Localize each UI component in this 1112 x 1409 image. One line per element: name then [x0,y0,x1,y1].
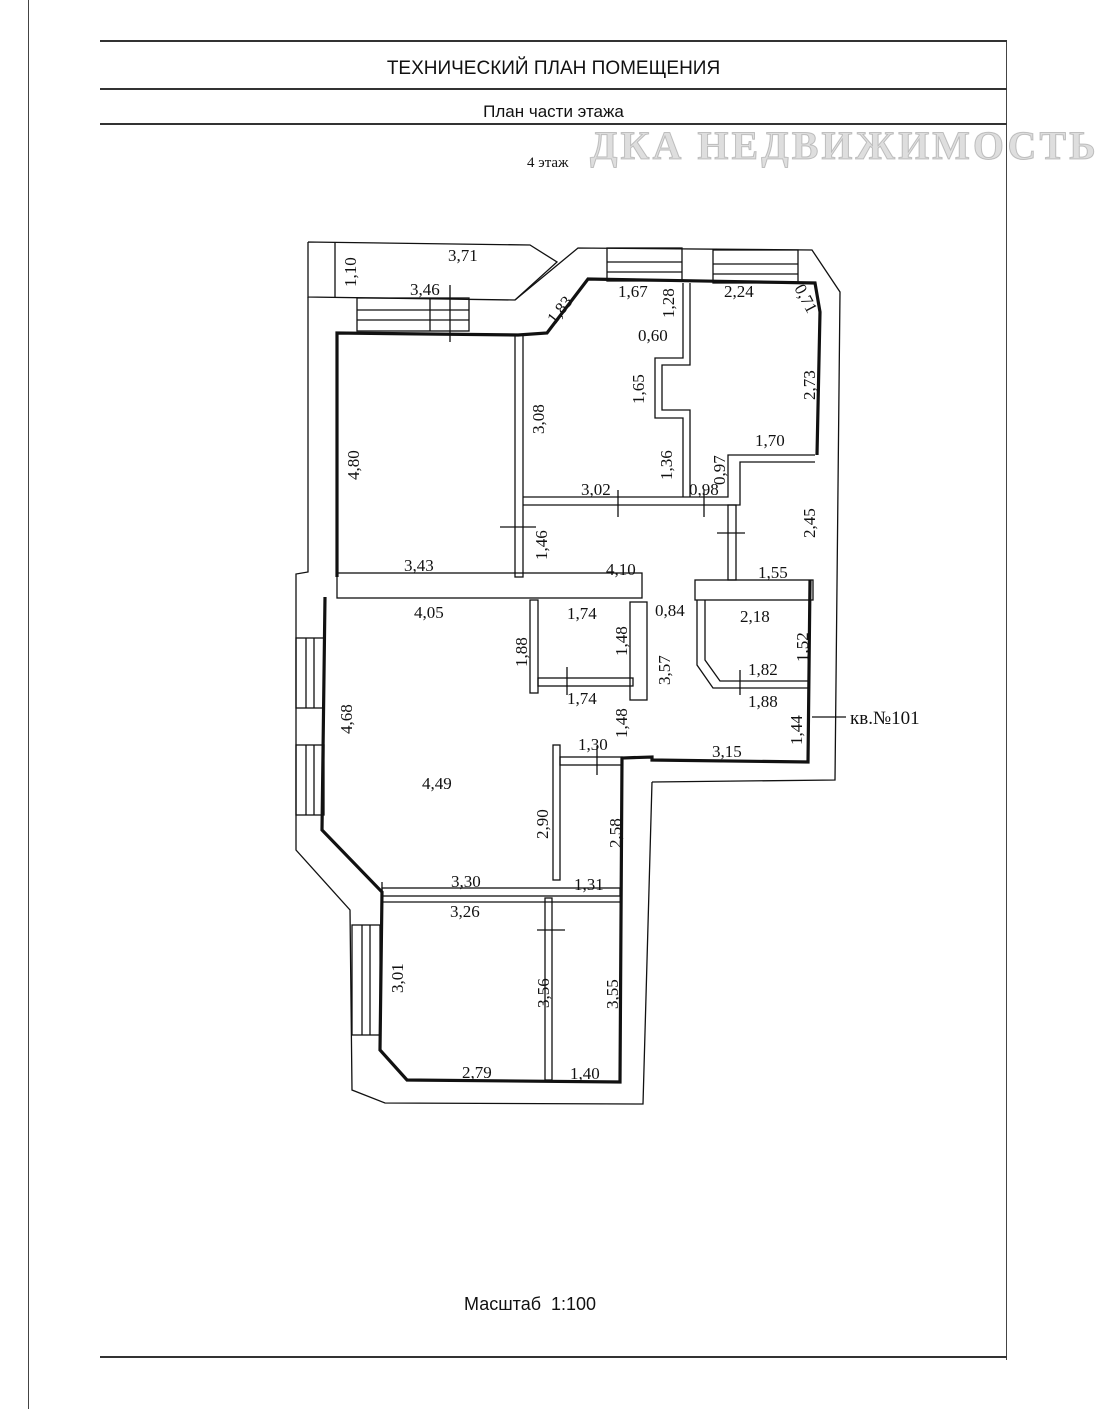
dimension-label: 1,36 [657,450,676,480]
dimension-label: 3,43 [404,556,434,575]
window [356,297,470,332]
dimension-label: 3,71 [448,246,478,265]
dimension-label: 4,10 [606,560,636,579]
outer-wall [307,241,559,301]
dimension-label: 1,70 [755,431,785,450]
dimension-label: 1,82 [748,660,778,679]
dimension-label: 4,49 [422,774,452,793]
dimension-label: 1,88 [512,637,531,667]
door-mark [381,285,745,931]
inner-wall [335,277,822,577]
document-title: ТЕХНИЧЕСКИЙ ПЛАН ПОМЕЩЕНИЯ [386,58,721,79]
header-rule-bottom [100,123,1007,125]
window [606,247,683,282]
dimension-label: 0,60 [638,326,668,345]
window [712,249,799,284]
dimension-label: 1,83 [543,292,576,327]
dimension-label: 4,05 [414,603,444,622]
dimension-label: 2,58 [606,818,625,848]
dimension-label: 2,73 [800,370,819,400]
header-rule-top [100,40,1007,42]
outer-wall [514,247,841,783]
scale-label: Масштаб 1:100 [464,1294,597,1314]
dimension-label: 1,88 [748,692,778,711]
page-left-border [28,0,29,1409]
dimension-label: 2,18 [740,607,770,626]
dimension-label: 0,97 [710,455,729,485]
dimension-label: 1,74 [567,604,597,623]
watermark: ДКА НЕДВИЖИМОСТЬ [590,123,1099,169]
dimension-labels: 3,71 1,10 3,46 1,83 1,67 1,28 2,24 0,71 … [337,246,821,1083]
dimension-label: 1,40 [570,1064,600,1083]
dimension-label: 1,30 [578,735,608,754]
footer-rule [100,1356,1007,1358]
dimension-label: 1,65 [629,374,648,404]
dimension-label: 4,68 [337,704,356,734]
partition-wall [336,283,815,1081]
dimension-label: 3,15 [712,742,742,761]
dimension-label: 2,79 [462,1063,492,1082]
dimension-label: 1,67 [618,282,648,301]
dimension-label: 0,84 [655,601,685,620]
inner-wall [320,579,812,1084]
header-rule-middle [100,88,1007,90]
dimension-label: 1,74 [567,689,597,708]
dimension-label: 3,30 [451,872,481,891]
window [295,637,381,1036]
dimension-label: 1,46 [532,530,551,560]
dimension-label: 3,02 [581,480,611,499]
dimension-label: 2,45 [800,508,819,538]
dimension-label: 4,80 [344,450,363,480]
dimension-label: 1,48 [612,626,631,656]
dimension-label: 1,52 [793,632,812,662]
apartment-number: кв.№101 [850,708,920,729]
dimension-label: 3,01 [388,963,407,993]
dimension-label: 1,48 [612,708,631,738]
frame-right-border [1006,40,1007,1360]
dimension-label: 3,26 [450,902,480,921]
dimension-label: 2,90 [533,809,552,839]
dimension-label: 3,55 [603,979,622,1009]
plan-subtitle: План части этажа [483,102,624,121]
dimension-label: 3,56 [534,978,553,1008]
dimension-label: 1,55 [758,563,788,582]
dimension-label: 3,08 [529,404,548,434]
dimension-label: 1,44 [787,715,806,745]
dimension-label: 3,57 [655,655,674,685]
dimension-label: 2,24 [724,282,754,301]
floor-label: 4 этаж [527,155,569,171]
dimension-label: 1,31 [574,875,604,894]
dimension-label: 3,46 [410,280,440,299]
outer-wall [295,297,653,1105]
dimension-label: 0,98 [689,480,719,499]
dimension-label: 1,10 [341,257,360,287]
dimension-label: 1,28 [659,288,678,318]
